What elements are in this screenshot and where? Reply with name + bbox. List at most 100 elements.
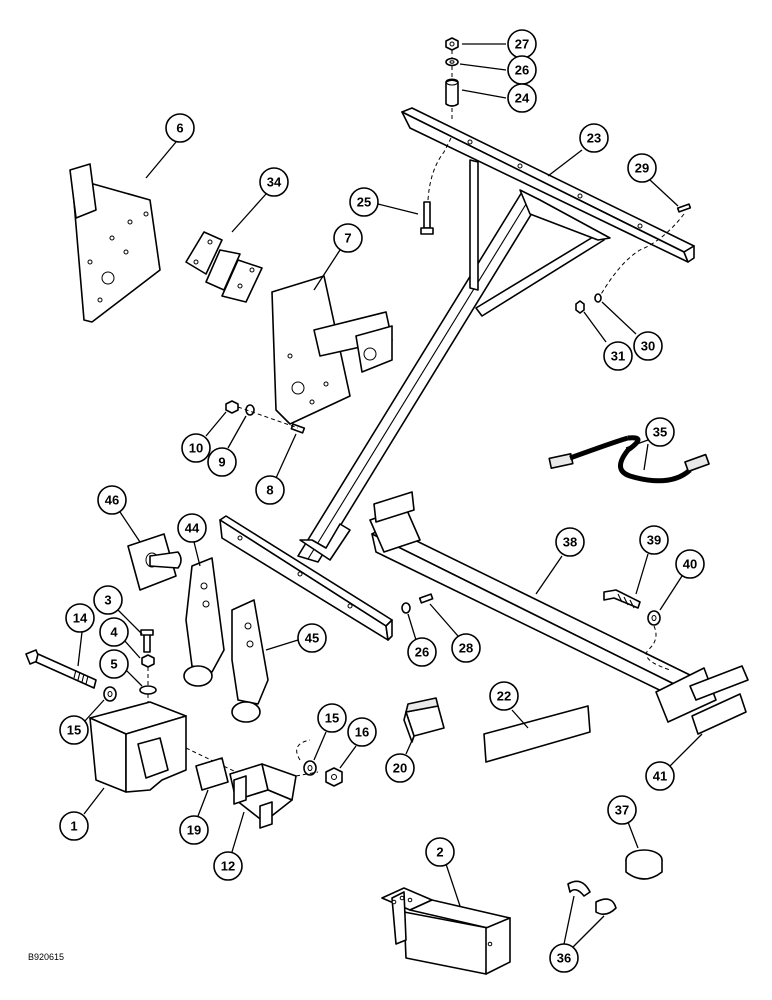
nut-31 [575,300,585,314]
svg-text:35: 35 [653,425,667,440]
callout-35: 35 [625,417,675,471]
washer-26-mid [401,602,411,614]
main-frame [297,159,611,563]
nut-4 [141,654,155,668]
bushings-36 [567,880,617,916]
nut-27 [445,37,459,51]
svg-text:22: 22 [497,689,511,704]
svg-text:1: 1 [70,819,77,834]
callout-26: 26 [459,55,537,85]
callout-1: 1 [59,787,105,841]
svg-text:15: 15 [67,723,81,738]
svg-text:2: 2 [436,845,443,860]
bolt-29 [676,203,692,213]
svg-text:28: 28 [459,641,473,656]
bolt-3 [140,629,154,653]
hanger-44 [183,557,225,687]
svg-text:34: 34 [267,175,282,190]
nut-16 [325,767,343,787]
callout-16: 16 [339,717,377,769]
washer-30 [594,293,602,303]
callout-19: 19 [179,789,209,845]
callout-20: 20 [385,735,415,783]
callouts-group: 27 26 24 23 29 6 34 [59,29,705,973]
callout-34: 34 [231,167,289,233]
washer-5 [139,685,157,695]
svg-text:41: 41 [653,769,667,784]
svg-text:39: 39 [647,533,661,548]
callout-30: 30 [601,301,663,361]
callout-44: 44 [177,513,207,567]
svg-text:9: 9 [218,455,225,470]
washer-15-left [103,686,117,702]
svg-text:29: 29 [635,161,649,176]
callout-24: 24 [461,83,537,113]
callout-46: 46 [97,485,141,543]
svg-text:14: 14 [73,611,88,626]
svg-text:7: 7 [344,231,351,246]
callout-36: 36 [549,895,605,973]
bolt-14 [25,649,97,689]
callout-10: 10 [181,411,227,463]
callout-22: 22 [489,681,529,729]
svg-text:15: 15 [325,711,339,726]
callout-27: 27 [462,29,537,59]
svg-text:27: 27 [515,37,529,52]
bolt-25 [420,201,434,235]
callout-41: 41 [645,733,703,791]
svg-text:25: 25 [357,195,371,210]
callout-38: 38 [535,527,585,595]
callout-3: 3 [93,585,143,635]
washer-40 [647,610,661,626]
block-20 [403,697,445,743]
hose-35 [548,435,710,484]
svg-text:46: 46 [105,493,119,508]
callout-39: 39 [635,525,669,595]
bolt-39 [603,589,641,609]
bolt-28 [418,593,434,604]
svg-text:12: 12 [221,859,235,874]
svg-text:26: 26 [515,63,529,78]
callout-9: 9 [207,415,247,477]
washer-26-top [445,57,459,67]
svg-text:37: 37 [615,803,629,818]
callout-15-left: 15 [59,699,105,745]
callout-25: 25 [349,187,419,217]
callout-4: 4 [99,617,141,659]
nut-10 [225,400,239,414]
callout-15-right: 15 [313,703,347,761]
callout-31: 31 [583,311,633,371]
svg-text:44: 44 [185,521,200,536]
svg-text:36: 36 [557,951,571,966]
plate-6 [69,163,161,323]
plate-19 [195,757,229,791]
bracket-12 [229,763,297,829]
callout-14: 14 [65,603,95,667]
box-1 [89,701,187,793]
knee-bracket [299,523,351,561]
cross-angle-23 [401,107,695,263]
pin-plate-46 [127,533,182,591]
callout-23: 23 [547,123,609,177]
callout-6: 6 [145,113,195,179]
callout-45: 45 [265,623,327,653]
svg-text:10: 10 [189,441,203,456]
svg-text:6: 6 [176,121,183,136]
ring-37 [625,849,663,880]
bracket-34 [185,231,263,303]
callout-26-mid: 26 [407,613,437,667]
strip-22 [483,705,591,763]
callout-2: 2 [425,837,461,907]
svg-text:45: 45 [305,631,319,646]
callout-28: 28 [429,603,481,663]
callout-29: 29 [627,153,679,207]
svg-text:30: 30 [641,339,655,354]
front-bar [219,515,393,641]
svg-text:26: 26 [415,645,429,660]
callout-37: 37 [607,795,639,849]
svg-text:38: 38 [563,535,577,550]
svg-text:40: 40 [683,557,697,572]
svg-text:4: 4 [110,625,118,640]
